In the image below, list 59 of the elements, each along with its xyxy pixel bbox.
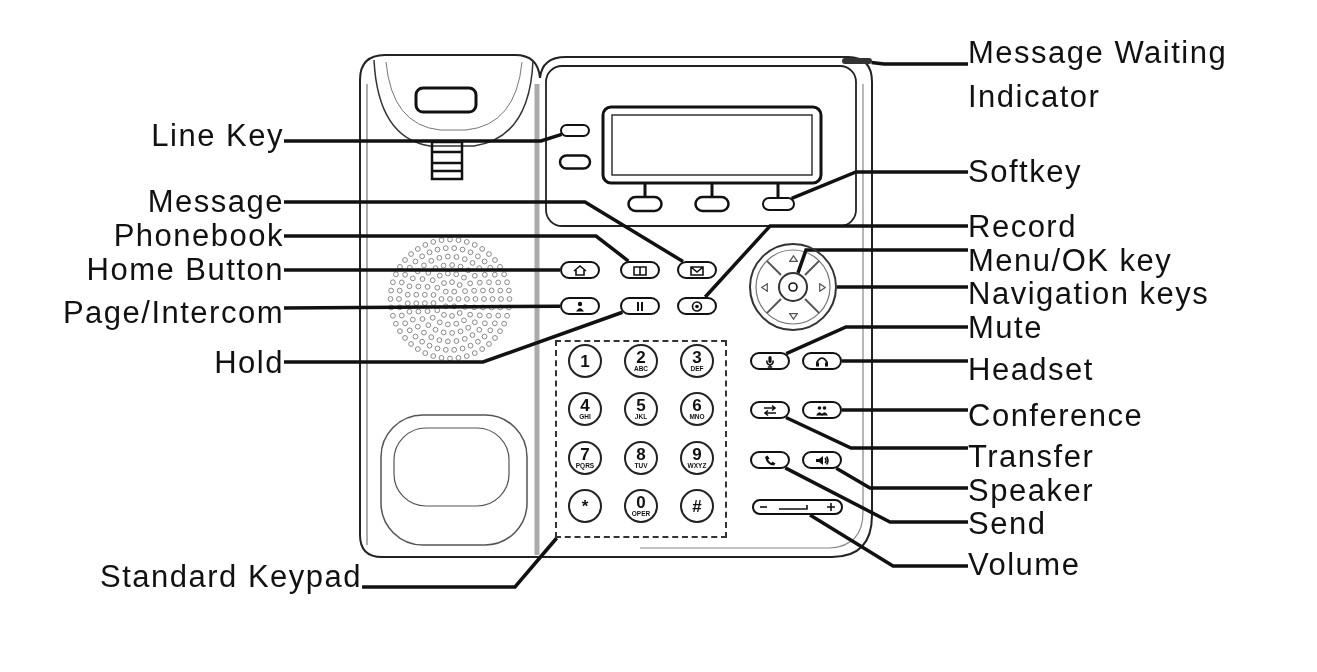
leader-line [835,466,968,490]
function-key [802,352,842,370]
part-label: Hold [214,347,284,379]
leader-line [837,285,968,289]
function-key [750,401,790,419]
dial-key: * [568,489,602,523]
part-label: Conference [968,400,1144,432]
leader-line [785,415,968,450]
part-label: Line Key [151,120,284,152]
function-key [560,297,600,315]
leader-line [871,60,968,66]
part-label: Softkey [968,156,1082,188]
leader-line [284,132,563,143]
leader-line [284,268,560,272]
leader-line [842,408,968,412]
function-key [677,261,717,279]
ok-key [778,272,808,302]
leader-line [784,466,968,524]
part-label: Record [968,211,1077,243]
leader-line [703,224,968,299]
part-label: Message [147,186,284,218]
part-label: Home Button [86,254,284,286]
leader-line [791,170,968,200]
line-key [560,123,590,137]
indicator-light [842,58,872,64]
function-key [750,451,790,469]
part-label: Page/Intercom [62,297,284,329]
part-label: Standard Keypad [100,561,363,593]
function-key [677,297,717,315]
part-label: Mute [968,312,1043,344]
leader-line [362,536,559,589]
part-label: Volume [968,549,1081,581]
leader-line [284,310,624,364]
function-key [620,297,660,315]
part-label: Headset [968,354,1094,386]
function-key [802,401,842,419]
dial-key: 1 [568,344,602,378]
part-label: Navigation keys [968,278,1210,310]
function-key [620,261,660,279]
function-key [750,352,790,370]
function-key [560,261,600,279]
part-label: Speaker [968,475,1094,507]
dial-key: # [680,489,714,523]
part-label: Phonebook [113,220,284,252]
leader-line [284,304,560,310]
part-label: Message Waiting Indicator [968,34,1229,116]
volume-key [751,499,843,515]
softkey [761,197,795,211]
leader-line [796,248,968,274]
part-label: Transfer [968,441,1095,473]
function-key [802,451,842,469]
keypad-frame [555,340,727,538]
navigation-ring [749,243,837,331]
part-label: Send [968,508,1047,540]
leader-line [284,234,630,263]
leader-line [284,200,684,263]
part-label: Menu/OK key [968,245,1173,277]
leader-line [842,359,968,363]
leader-line [809,513,968,568]
